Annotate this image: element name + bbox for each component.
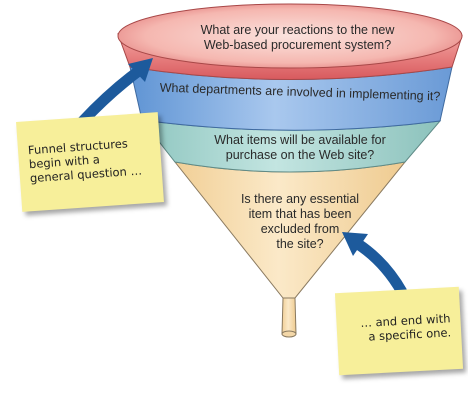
funnel-question-4: Is there any essential item that has bee…: [225, 192, 375, 252]
question-4-line-4: the site?: [276, 237, 324, 251]
question-4-line-3: excluded from: [260, 222, 340, 236]
right-arrow: [342, 232, 407, 295]
funnel-question-3: What items will be available for purchas…: [195, 133, 405, 163]
question-3-line-2: purchase on the Web site?: [225, 148, 375, 162]
funnel-stem: [281, 297, 297, 337]
question-3-line-1: What items will be available for: [214, 133, 386, 147]
question-4-line-1: Is there any essential: [240, 192, 360, 206]
sticky-note-right: … and end with a specific one.: [334, 286, 464, 376]
funnel-opening: [117, 3, 463, 69]
question-1-line-2: Web-based procurement system?: [203, 38, 392, 52]
funnel-question-1: What are your reactions to the new Web-b…: [190, 23, 405, 53]
question-1-line-1: What are your reactions to the new: [200, 23, 395, 37]
question-4-line-2: item that has been: [248, 207, 352, 221]
funnel-stem-tip: [281, 330, 297, 338]
sticky-note-left: Funnel structures begin with a general q…: [16, 112, 164, 212]
